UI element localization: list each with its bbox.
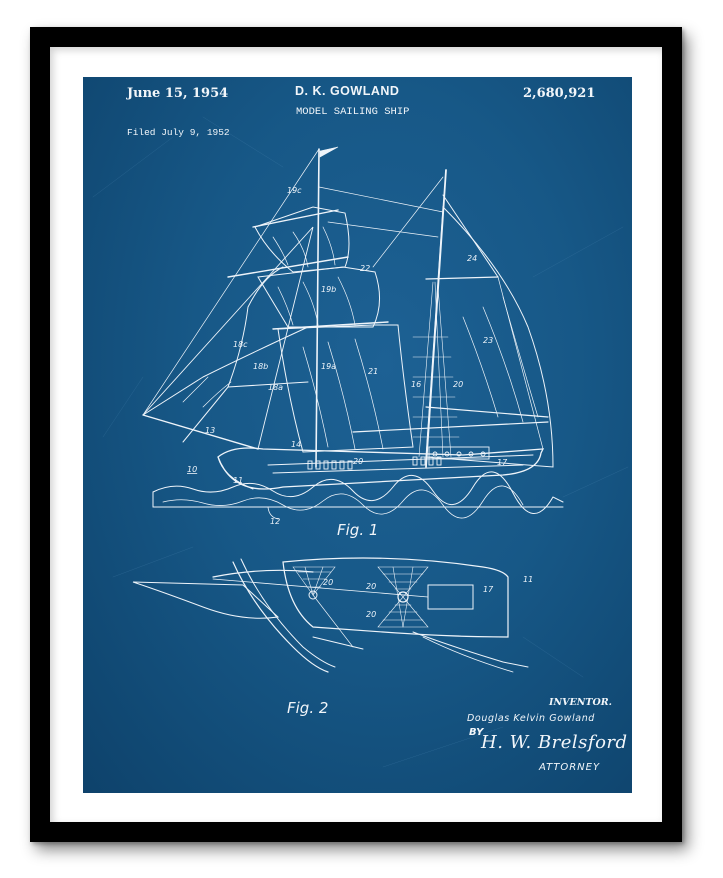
ref-10: 10 — [187, 465, 197, 474]
ref-22: 22 — [360, 264, 370, 273]
ref-19a: 19a — [321, 362, 336, 371]
ref-fig2-20a: 20 — [323, 578, 333, 587]
fig1-label: Fig. 1 — [337, 521, 379, 539]
ref-13: 13 — [205, 426, 215, 435]
ref-19c: 19c — [287, 186, 302, 195]
ref-18b: 18b — [253, 362, 268, 371]
by-label: BY — [469, 727, 484, 738]
scratch-texture — [92, 116, 629, 768]
ref-19b: 19b — [321, 285, 336, 294]
ref-20b: 20 — [353, 457, 363, 466]
attorney-label: ATTORNEY — [539, 762, 601, 773]
ref-11: 11 — [233, 476, 243, 485]
ref-20a: 20 — [453, 380, 463, 389]
fig1-ship — [142, 146, 564, 520]
ref-fig2-20c: 20 — [366, 610, 376, 619]
ship-drawing: 19c 22 19b 24 23 18c 18b 19a 21 16 20 18… — [92, 116, 629, 768]
patent-title: MODEL SAILING SHIP — [296, 106, 410, 118]
ref-21: 21 — [368, 367, 378, 376]
patent-inventor-header: D. K. GOWLAND — [295, 84, 400, 98]
inventor-name: Douglas Kelvin Gowland — [467, 713, 595, 724]
inventor-label: INVENTOR. — [549, 697, 612, 708]
ref-fig2-11: 11 — [523, 575, 533, 584]
ref-17: 17 — [497, 458, 508, 467]
ref-23: 23 — [483, 336, 493, 345]
attorney-signature: H. W. Brelsford — [481, 732, 628, 753]
ref-14: 14 — [291, 440, 301, 449]
ref-12: 12 — [270, 517, 280, 526]
patent-date: June 15, 1954 — [127, 86, 229, 101]
ref-fig2-20b: 20 — [366, 582, 376, 591]
patent-blueprint: 19c 22 19b 24 23 18c 18b 19a 21 16 20 18… — [83, 77, 632, 793]
ref-18c: 18c — [233, 340, 248, 349]
ref-fig2-17: 17 — [483, 585, 494, 594]
ref-18a: 18a — [268, 383, 283, 392]
fig2-plan-view — [132, 557, 529, 673]
filed-date: Filed July 9, 1952 — [127, 127, 230, 138]
patent-number: 2,680,921 — [523, 86, 596, 101]
picture-mat: 19c 22 19b 24 23 18c 18b 19a 21 16 20 18… — [50, 47, 662, 822]
ref-24: 24 — [467, 254, 477, 263]
ref-16: 16 — [411, 380, 421, 389]
picture-frame: 19c 22 19b 24 23 18c 18b 19a 21 16 20 18… — [30, 27, 682, 842]
fig2-label: Fig. 2 — [287, 699, 329, 717]
